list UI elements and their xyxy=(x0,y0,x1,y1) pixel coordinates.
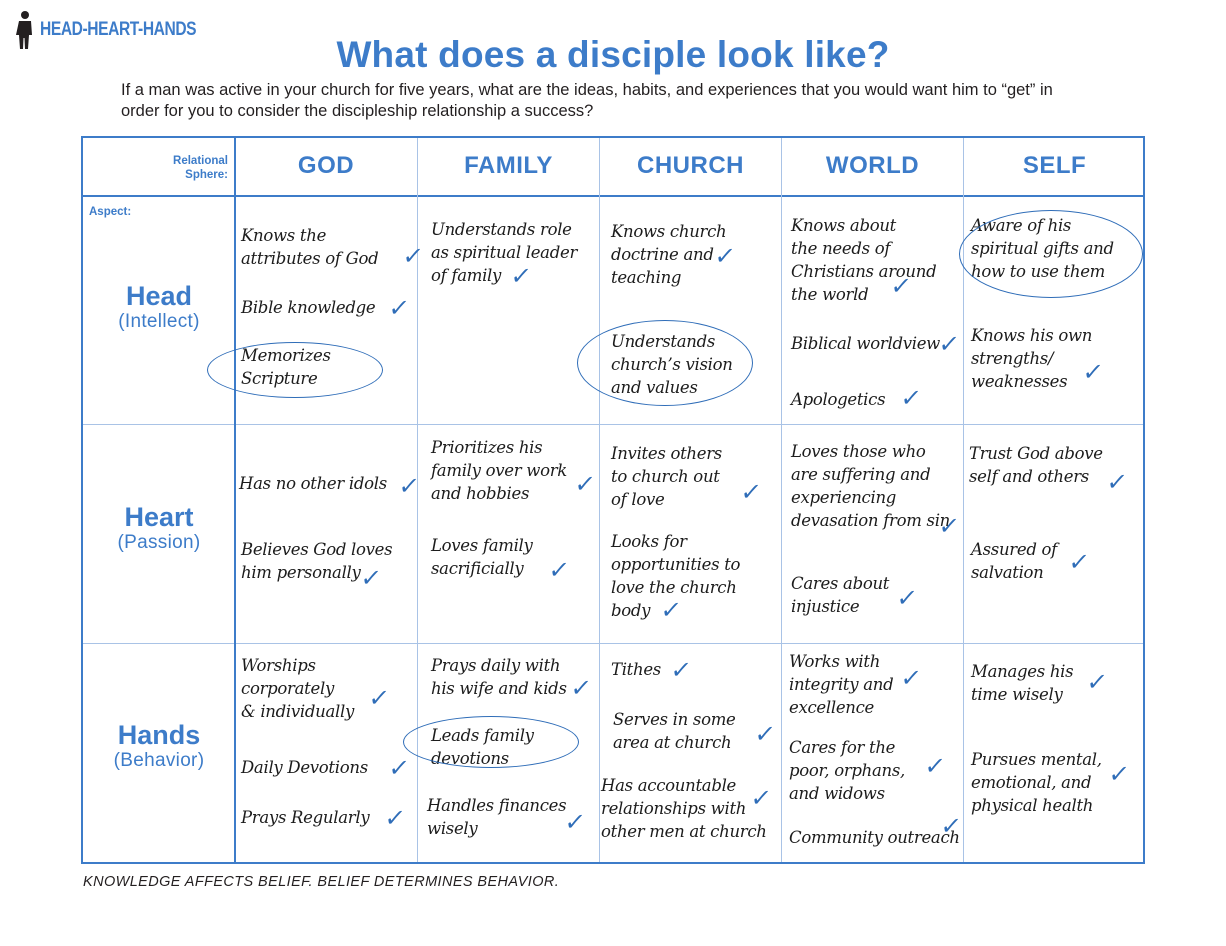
checkmark-icon: ✓ xyxy=(939,812,964,840)
handwritten-item: Prays Regularly xyxy=(241,808,370,827)
column-header-god: GOD xyxy=(297,152,355,179)
checkmark-icon: ✓ xyxy=(569,674,594,702)
handwritten-item: Biblical worldview xyxy=(791,334,940,353)
checkmark-icon: ✓ xyxy=(547,556,572,584)
row-header-title: Heart xyxy=(124,502,194,532)
row-header-head: Head (Intellect) xyxy=(83,281,235,333)
checkmark-icon: ✓ xyxy=(713,242,738,270)
circled-emphasis-oval xyxy=(403,716,579,768)
checkmark-icon: ✓ xyxy=(937,330,962,358)
checkmark-icon: ✓ xyxy=(383,804,408,832)
checkmark-icon: ✓ xyxy=(899,664,924,692)
handwritten-item: Community outreach xyxy=(789,828,960,847)
checkmark-icon: ✓ xyxy=(659,596,684,624)
checkmark-icon: ✓ xyxy=(753,720,778,748)
checkmark-icon: ✓ xyxy=(1107,760,1132,788)
relational-sphere-label: Relational Sphere: xyxy=(173,155,228,181)
checkmark-icon: ✓ xyxy=(387,294,412,322)
checkmark-icon: ✓ xyxy=(739,478,764,506)
header-divider xyxy=(83,195,1143,197)
handwritten-item: Bible knowledge xyxy=(241,298,376,317)
column-header-church: CHURCH xyxy=(637,152,744,179)
person-silhouette-icon xyxy=(16,11,32,49)
checkmark-icon: ✓ xyxy=(367,684,392,712)
page-title: What does a disciple look like? xyxy=(336,34,890,75)
column-divider xyxy=(963,138,964,862)
column-header-self: SELF xyxy=(1022,152,1087,179)
checkmark-icon: ✓ xyxy=(899,384,924,412)
circled-emphasis-oval xyxy=(207,342,383,398)
checkmark-icon: ✓ xyxy=(923,752,948,780)
discipleship-grid: Relational Sphere: Aspect: GOD FAMILY CH… xyxy=(81,136,1145,864)
checkmark-icon: ✓ xyxy=(1081,358,1106,386)
row-header-subtitle: (Behavior) xyxy=(113,750,205,771)
handwritten-item: Daily Devotions xyxy=(241,758,368,777)
checkmark-icon: ✓ xyxy=(895,584,920,612)
row-header-heart: Heart (Passion) xyxy=(83,502,235,554)
brand-name: HEAD-HEART-HANDS xyxy=(40,19,197,40)
circled-emphasis-oval xyxy=(577,320,753,406)
page-subtitle: If a man was active in your church for f… xyxy=(121,81,1053,120)
handwritten-item: Apologetics xyxy=(791,390,886,409)
row-header-hands: Hands (Behavior) xyxy=(83,720,235,772)
checkmark-icon: ✓ xyxy=(387,754,412,782)
checkmark-icon: ✓ xyxy=(397,472,422,500)
checkmark-icon: ✓ xyxy=(359,564,384,592)
checkmark-icon: ✓ xyxy=(401,242,426,270)
checkmark-icon: ✓ xyxy=(1085,668,1110,696)
checkmark-icon: ✓ xyxy=(573,470,598,498)
column-divider xyxy=(781,138,782,862)
footer-tagline: KNOWLEDGE AFFECTS BELIEF. BELIEF DETERMI… xyxy=(83,874,560,890)
circled-emphasis-oval xyxy=(959,210,1143,298)
row-header-subtitle: (Intellect) xyxy=(118,311,200,332)
handwritten-item: Has no other idols xyxy=(239,474,387,493)
checkmark-icon: ✓ xyxy=(749,784,774,812)
column-header-world: WORLD xyxy=(825,152,920,179)
checkmark-icon: ✓ xyxy=(889,272,914,300)
checkmark-icon: ✓ xyxy=(1067,548,1092,576)
row-divider xyxy=(83,424,1143,425)
aspect-label: Aspect: xyxy=(89,206,132,218)
checkmark-icon: ✓ xyxy=(509,262,534,290)
handwritten-item: Tithes xyxy=(611,660,661,679)
checkmark-icon: ✓ xyxy=(563,808,588,836)
column-divider xyxy=(599,138,600,862)
checkmark-icon: ✓ xyxy=(937,512,962,540)
checkmark-icon: ✓ xyxy=(1105,468,1130,496)
row-divider xyxy=(83,643,1143,644)
checkmark-icon: ✓ xyxy=(669,656,694,684)
row-header-title: Head xyxy=(125,281,193,311)
row-header-subtitle: (Passion) xyxy=(117,532,201,553)
label-column-divider xyxy=(234,138,236,862)
column-divider xyxy=(417,138,418,862)
brand-logo: HEAD-HEART-HANDS xyxy=(16,10,230,50)
column-header-family: FAMILY xyxy=(464,152,553,179)
row-header-title: Hands xyxy=(117,720,201,750)
